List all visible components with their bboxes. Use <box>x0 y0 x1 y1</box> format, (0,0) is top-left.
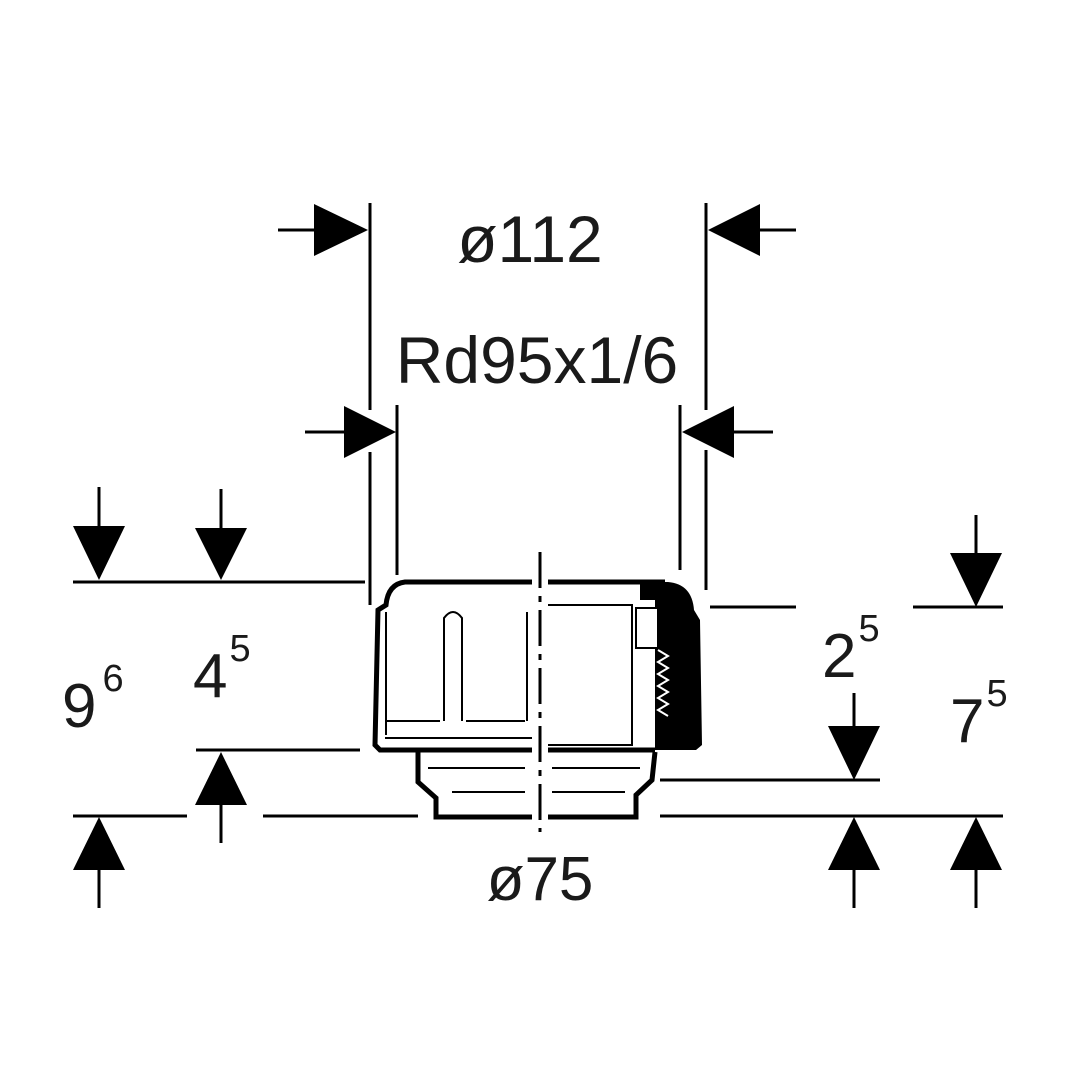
pipe-diameter-label: ø75 <box>487 845 594 914</box>
thread-label: Rd95x1/6 <box>396 323 679 397</box>
outer-diameter-label: ø112 <box>457 202 603 276</box>
arrow-down-icon <box>73 526 125 580</box>
arrow-right-icon <box>344 406 396 458</box>
arrow-down-icon <box>195 528 247 580</box>
arrow-up-icon <box>828 817 880 870</box>
arrow-right-icon <box>314 204 368 256</box>
arrow-left-icon <box>682 406 734 458</box>
arrow-up-icon <box>950 817 1002 870</box>
body-height-label: 45 <box>193 628 251 711</box>
arrow-left-icon <box>708 204 760 256</box>
arrow-down-icon <box>950 553 1002 607</box>
nut-offset-label: 25 <box>822 608 880 691</box>
dimension-arrows <box>73 204 1002 870</box>
right-height-label: 75 <box>950 673 1008 756</box>
arrow-down-icon <box>828 726 880 780</box>
dimension-lines <box>73 203 1003 908</box>
arrow-up-icon <box>195 752 247 805</box>
fitting-part <box>372 552 702 832</box>
arrow-up-icon <box>73 817 125 870</box>
